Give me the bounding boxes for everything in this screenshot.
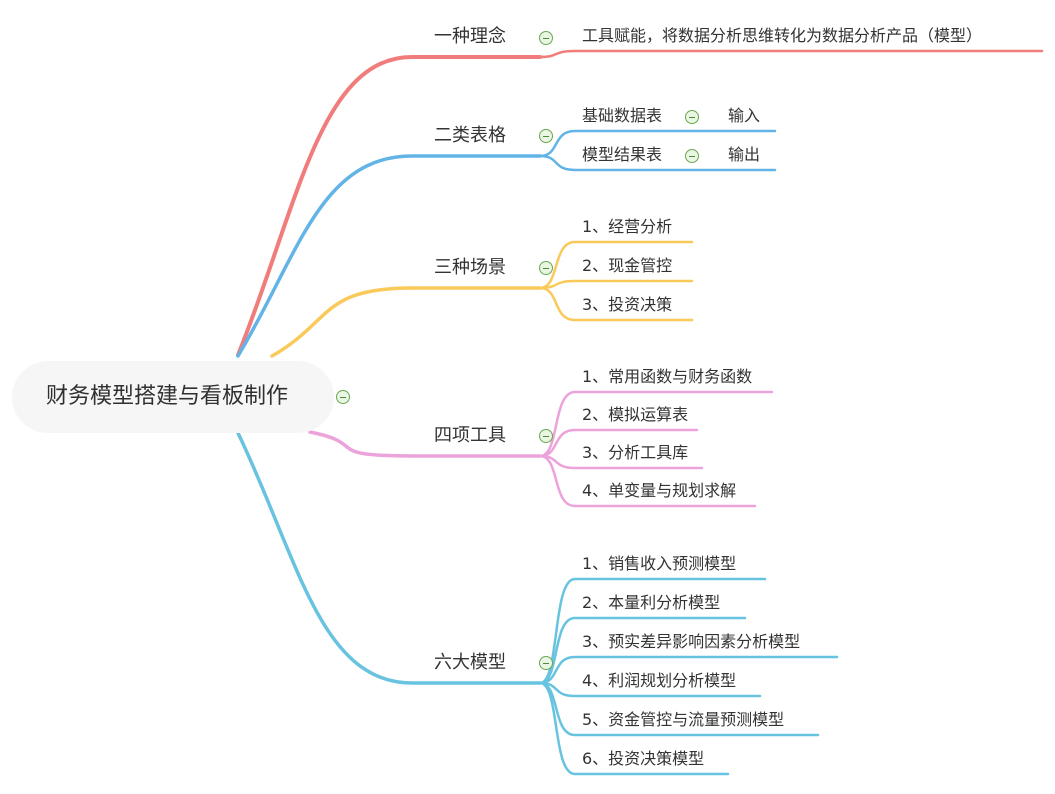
topic-branch-5[interactable]: 六大模型	[434, 652, 506, 673]
branch-connector-1	[236, 55, 542, 357]
leaf-branch-3-item-1[interactable]: 1、经营分析	[582, 217, 673, 236]
leaf-branch-5-item-3[interactable]: 3、预实差异影响因素分析模型	[582, 632, 801, 651]
leaf-branch-5-item-1[interactable]: 1、销售收入预测模型	[582, 554, 737, 573]
sub-connector-3-3	[538, 286, 694, 322]
leaf-branch-4-item-3[interactable]: 3、分析工具库	[582, 443, 689, 462]
sub-connector-2-1	[538, 129, 777, 158]
sub-connector-1-1	[538, 49, 1044, 59]
topic-branch-1[interactable]: 一种理念	[434, 26, 506, 47]
leaf-branch-2-item-2-child[interactable]: 输出	[728, 145, 761, 164]
topic-branch-4[interactable]: 四项工具	[434, 425, 506, 446]
collapse-icon-branch-3[interactable]	[539, 261, 553, 275]
leaf-branch-1-item-1[interactable]: 工具赋能，将数据分析思维转化为数据分析产品（模型）	[582, 26, 983, 45]
collapse-icon-branch-4[interactable]	[539, 429, 553, 443]
leaf-branch-2-item-2[interactable]: 模型结果表	[582, 145, 663, 164]
sub-connector-5-1	[538, 577, 767, 685]
collapse-icon-branch-2-item-1[interactable]	[685, 110, 699, 124]
branch-connector-3	[270, 286, 542, 358]
leaf-branch-5-item-6[interactable]: 6、投资决策模型	[582, 749, 705, 768]
leaf-branch-4-item-2[interactable]: 2、模拟运算表	[582, 405, 689, 424]
sub-connector-4-2	[538, 428, 699, 458]
collapse-icon-branch-2[interactable]	[539, 129, 553, 143]
leaf-branch-3-item-3[interactable]: 3、投资决策	[582, 295, 673, 314]
branch-connector-4	[308, 430, 542, 458]
collapse-icon-branch-1[interactable]	[539, 31, 553, 45]
leaf-branch-5-item-2[interactable]: 2、本量利分析模型	[582, 593, 721, 612]
leaf-branch-2-item-1-child[interactable]: 输入	[728, 106, 761, 125]
sub-connector-5-3	[538, 655, 839, 685]
leaf-branch-5-item-4[interactable]: 4、利润规划分析模型	[582, 671, 737, 690]
sub-connector-3-1	[538, 240, 694, 290]
branch-connector-5	[236, 431, 542, 685]
sub-connector-4-1	[538, 390, 774, 458]
collapse-icon-branch-5[interactable]	[539, 656, 553, 670]
sub-connector-3-2	[538, 279, 694, 290]
root-label: 财务模型搭建与看板制作	[46, 384, 289, 409]
root-collapse-icon[interactable]	[336, 390, 350, 404]
sub-connector-5-2	[538, 616, 747, 685]
topic-branch-3[interactable]: 三种场景	[434, 257, 506, 278]
leaf-branch-5-item-5[interactable]: 5、资金管控与流量预测模型	[582, 710, 785, 729]
sub-connector-4-4	[538, 454, 757, 508]
sub-connector-5-6	[538, 681, 730, 776]
sub-connector-2-2	[538, 154, 777, 172]
topic-branch-2[interactable]: 二类表格	[434, 125, 506, 146]
leaf-branch-3-item-2[interactable]: 2、现金管控	[582, 256, 673, 275]
root-node[interactable]	[12, 361, 334, 433]
leaf-branch-2-item-1[interactable]: 基础数据表	[582, 106, 663, 125]
leaf-branch-4-item-4[interactable]: 4、单变量与规划求解	[582, 481, 737, 500]
leaf-branch-4-item-1[interactable]: 1、常用函数与财务函数	[582, 367, 753, 386]
collapse-icon-branch-2-item-2[interactable]	[685, 149, 699, 163]
branch-connector-2	[236, 154, 542, 358]
